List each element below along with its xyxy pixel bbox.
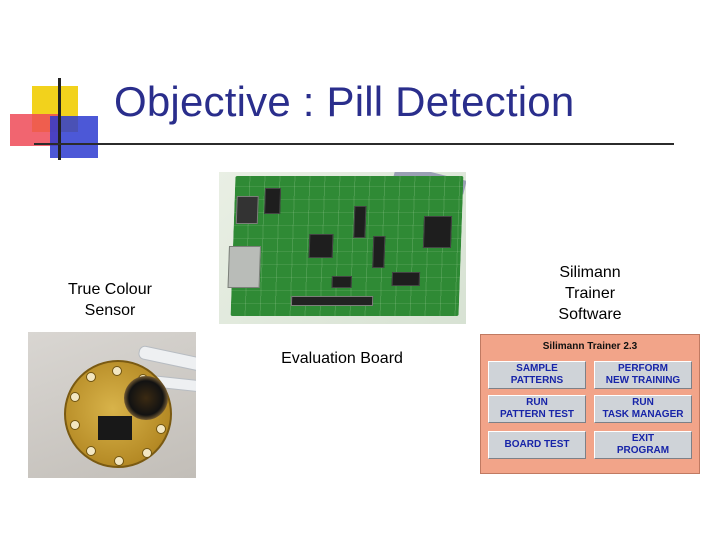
title-underline bbox=[34, 143, 674, 145]
true-colour-sensor-photo bbox=[28, 332, 196, 478]
solder-pad bbox=[70, 392, 80, 402]
logo-vertical-line bbox=[58, 78, 61, 160]
sensor-ic bbox=[98, 416, 132, 440]
chip bbox=[372, 236, 386, 268]
solder-pad bbox=[86, 446, 96, 456]
solder-pad bbox=[142, 448, 152, 458]
chip bbox=[308, 234, 334, 258]
serial-connector bbox=[227, 246, 261, 288]
silimann-trainer-screenshot: Silimann Trainer 2.3 SAMPLE PATTERNS PER… bbox=[480, 334, 700, 474]
chip bbox=[331, 276, 352, 288]
pin-header bbox=[290, 296, 374, 306]
run-pattern-test-button[interactable]: RUN PATTERN TEST bbox=[488, 395, 586, 423]
sample-patterns-button[interactable]: SAMPLE PATTERNS bbox=[488, 361, 586, 389]
run-task-manager-button[interactable]: RUN TASK MANAGER bbox=[594, 395, 692, 423]
solder-pad bbox=[114, 456, 124, 466]
port-connector bbox=[235, 196, 259, 224]
trainer-software-label: Silimann Trainer Software bbox=[558, 264, 622, 323]
exit-program-button[interactable]: EXIT PROGRAM bbox=[594, 431, 692, 459]
sensor-lens bbox=[124, 376, 168, 420]
chip bbox=[264, 188, 282, 214]
chip bbox=[353, 206, 367, 238]
chip bbox=[422, 216, 453, 248]
solder-pad bbox=[86, 372, 96, 382]
solder-pad bbox=[70, 420, 80, 430]
solder-pad bbox=[156, 424, 166, 434]
sensor-label: True Colour Sensor bbox=[68, 281, 152, 319]
evaluation-board-label: Evaluation Board bbox=[281, 350, 403, 367]
pcb bbox=[227, 176, 464, 316]
software-window-title: Silimann Trainer 2.3 bbox=[542, 341, 638, 352]
chip bbox=[391, 272, 421, 286]
board-test-button[interactable]: BOARD TEST bbox=[488, 431, 586, 459]
slide-title: Objective : Pill Detection bbox=[114, 78, 575, 125]
evaluation-board-photo bbox=[219, 172, 466, 324]
solder-pad bbox=[112, 366, 122, 376]
perform-new-training-button[interactable]: PERFORM NEW TRAINING bbox=[594, 361, 692, 389]
